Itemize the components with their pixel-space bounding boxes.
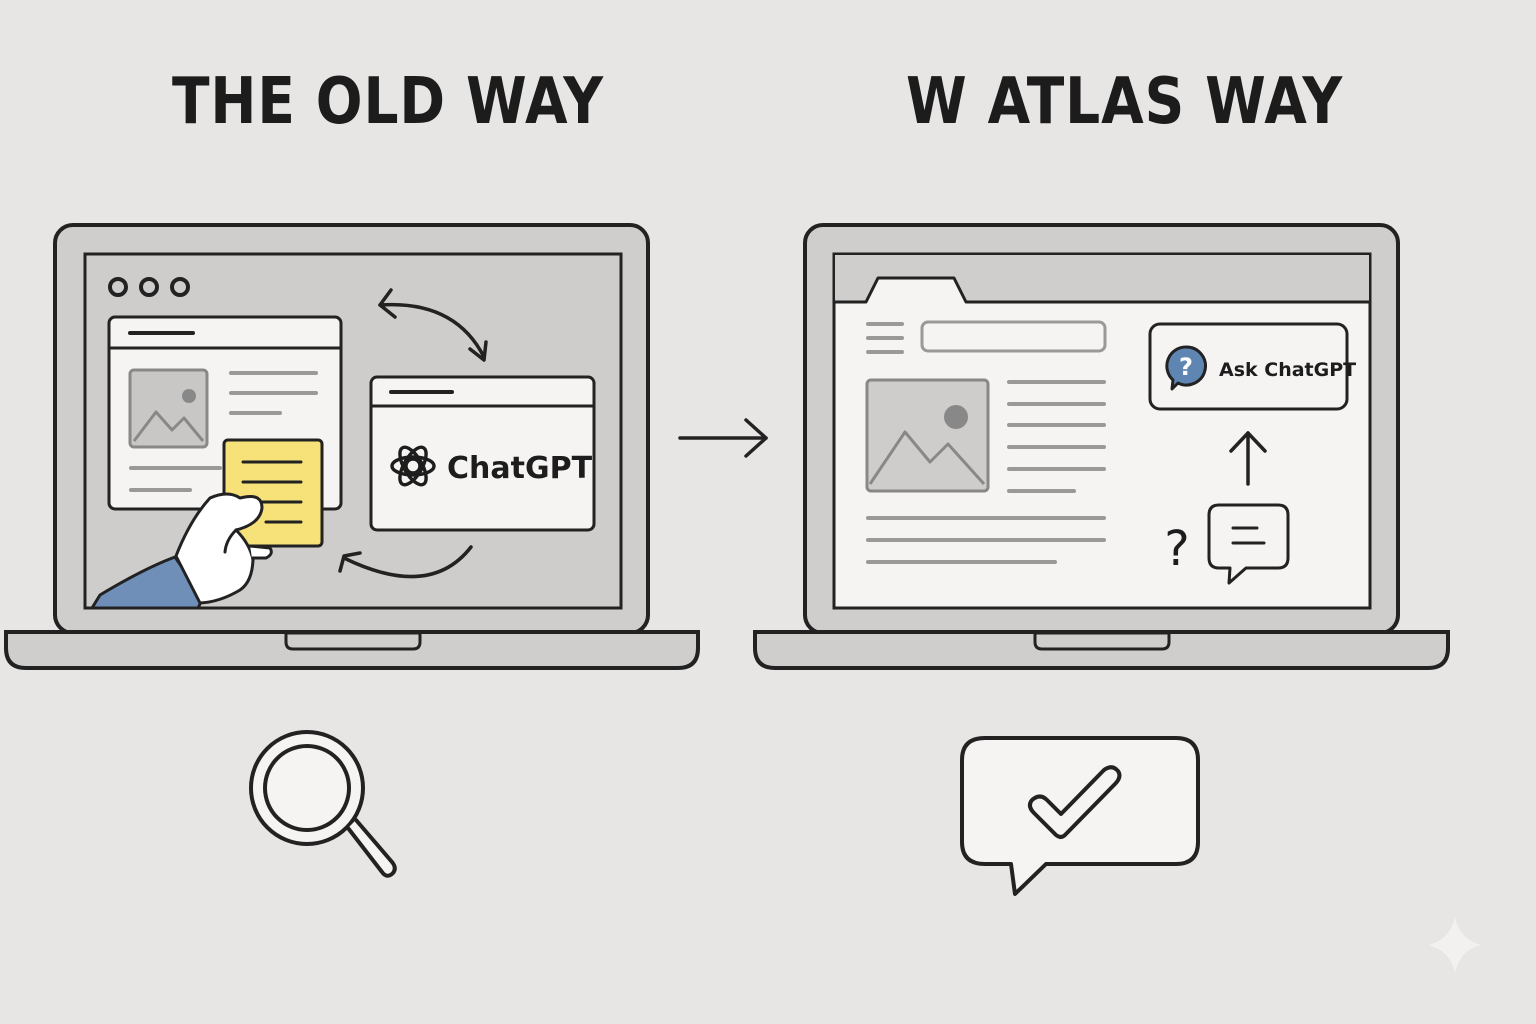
openai-logo-icon <box>390 445 436 487</box>
approval-bubble-icon <box>960 736 1200 896</box>
cycle-arrows-icon <box>338 288 488 579</box>
ask-chatgpt-label: Ask ChatGPT <box>1219 359 1356 381</box>
text-lines <box>129 371 318 492</box>
old-way-heading: THE OLD WAY <box>172 65 604 139</box>
up-arrow-icon <box>1229 431 1267 486</box>
transition-arrow-icon <box>678 418 768 458</box>
address-bar[interactable] <box>920 320 1107 353</box>
checkmark-icon <box>1027 765 1122 839</box>
magnifier-icon <box>249 730 397 878</box>
help-bubble-icon: ? <box>1165 345 1207 391</box>
chatgpt-window: ChatGPT <box>369 375 596 532</box>
text-lines <box>866 380 1106 564</box>
menu-icon <box>866 322 904 354</box>
image-placeholder-icon <box>865 378 990 493</box>
old-way-laptop: ChatGPT <box>4 223 700 670</box>
window-dot-icon <box>170 277 190 297</box>
help-mark: ? <box>1179 353 1193 381</box>
window-dot-icon <box>108 277 128 297</box>
laptop-notch <box>1033 631 1171 651</box>
atlas-way-heading: W ATLAS WAY <box>906 65 1344 139</box>
image-placeholder-icon <box>128 368 209 449</box>
browser-tab <box>835 276 1369 304</box>
chatgpt-window-label: ChatGPT <box>447 451 593 486</box>
browser-toolbar <box>835 255 1369 302</box>
hand-copying-note-icon <box>90 438 324 610</box>
ask-chatgpt-button[interactable]: ? Ask ChatGPT <box>1148 322 1356 411</box>
sparkle-icon <box>1428 917 1481 973</box>
window-dot-icon <box>139 277 159 297</box>
atlas-way-laptop: ? Ask ChatGPT ? <box>753 223 1450 670</box>
question-mark: ? <box>1164 521 1189 577</box>
chat-bubble-icon <box>1207 503 1290 585</box>
laptop-notch <box>284 631 422 651</box>
